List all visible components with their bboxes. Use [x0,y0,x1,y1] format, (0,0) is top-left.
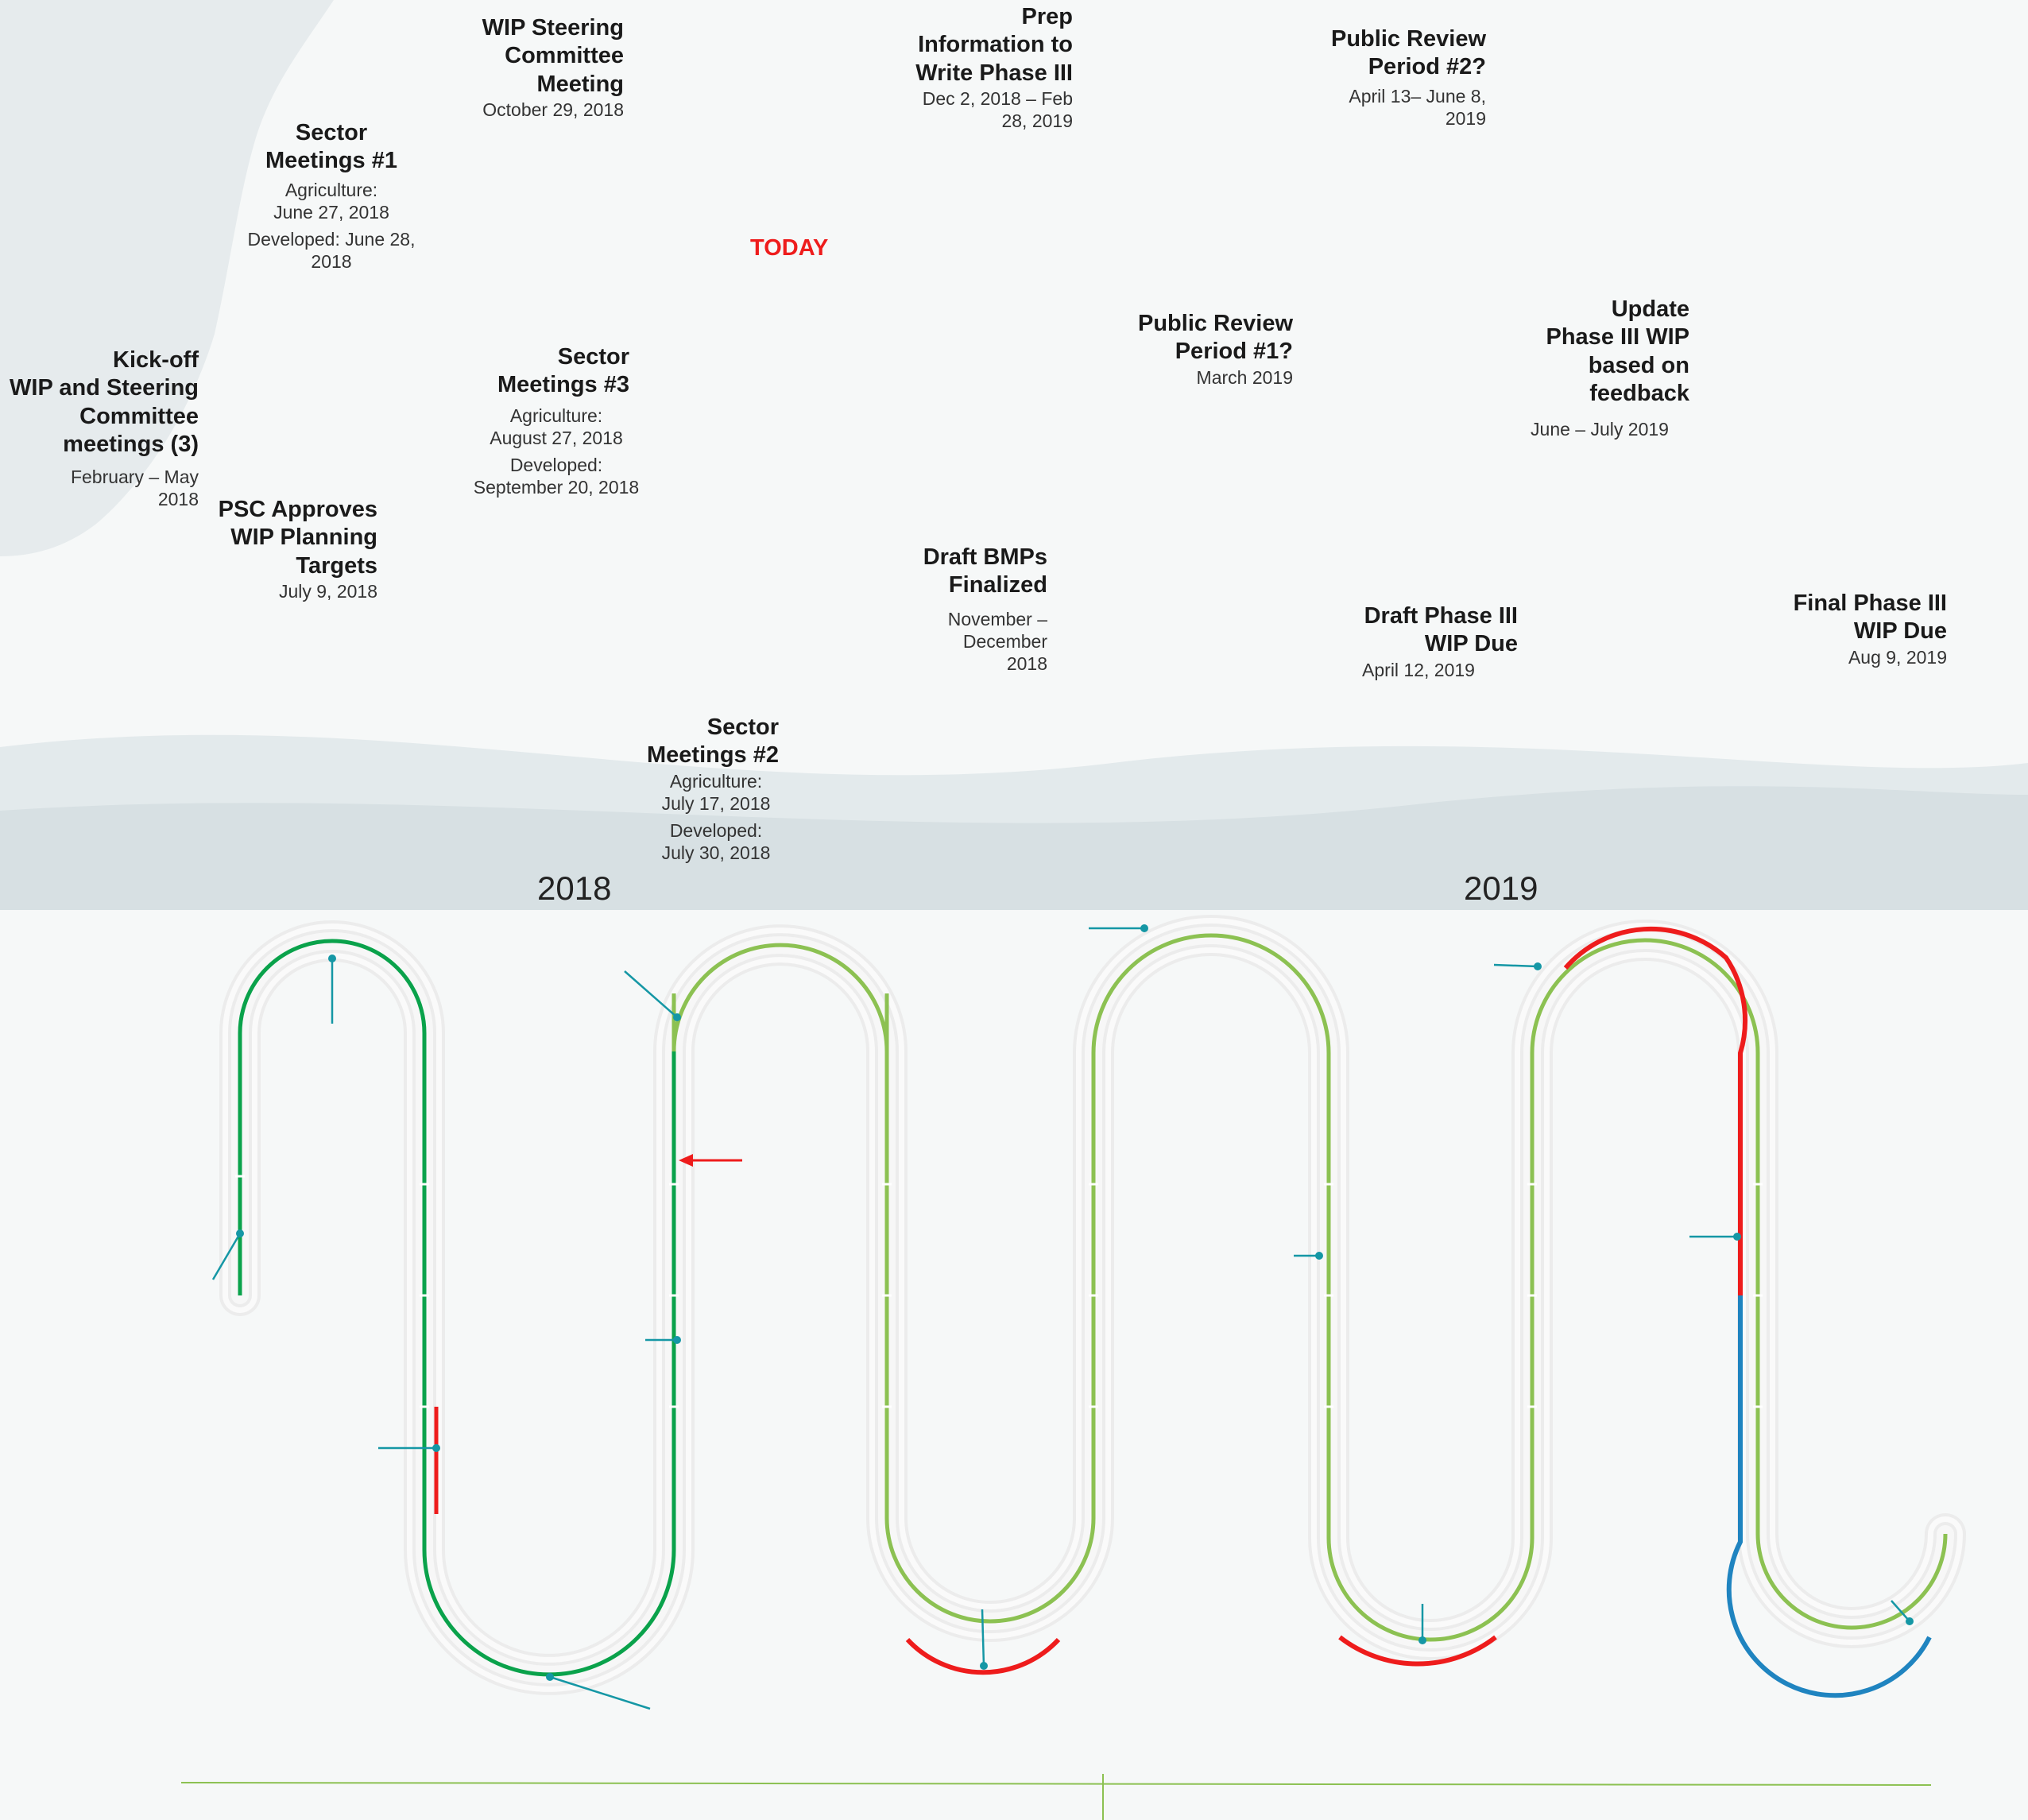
milestone-prep-information: Prep Information to Write Phase III Dec … [874,3,1073,132]
milestone-date: 28, 2019 [1001,110,1073,132]
milestone-title: Final Phase III [1793,591,1947,616]
milestone-title: Prep [1021,4,1073,29]
milestone-date: 2018 [1006,652,1047,674]
milestone-date: September 20, 2018 [473,476,640,498]
year-label-2018: 2018 [537,869,612,907]
milestone-draft-phase-iii: Draft Phase III WIP Due April 12, 2019 [1319,602,1518,681]
milestone-title: Sector [706,714,779,740]
milestone-date: Developed: [509,454,603,475]
milestone-wip-steering: WIP Steering Committee Meeting October 2… [445,14,624,121]
milestone-title: Draft BMPs [923,544,1047,570]
milestone-title: Update [1611,296,1689,322]
milestone-title: Write Phase III [915,60,1073,86]
milestone-date: 2018 [311,250,352,272]
milestone-title: WIP Planning [230,525,377,551]
milestone-title: Meeting [536,71,624,97]
background-decoration [0,0,2028,910]
milestone-date: July 17, 2018 [661,792,771,814]
milestone-title: Period #2? [1368,54,1486,80]
milestone-title: WIP and Steering [10,375,199,401]
background-wave [0,786,2028,910]
milestone-title: Committee [505,43,624,69]
milestone-date: Dec 2, 2018 – Feb [922,88,1073,110]
milestone-date: June – July 2019 [1531,418,1669,440]
milestone-kickoff: Kick-off WIP and Steering Committee meet… [8,347,199,510]
milestone-date: July 9, 2018 [278,581,377,602]
milestone-psc-approves: PSC Approves WIP Planning Targets July 9… [183,496,377,602]
milestone-title: feedback [1589,381,1689,407]
milestone-title: Period #1? [1175,339,1293,365]
milestone-title: Draft Phase III [1364,603,1518,629]
milestone-date: October 29, 2018 [482,99,624,121]
milestone-date: 2018 [157,488,199,509]
milestone-title: meetings (3) [63,432,199,458]
year-label-2019: 2019 [1464,869,1538,907]
milestone-final-phase-iii: Final Phase III WIP Due Aug 9, 2019 [1756,590,1947,668]
today-marker-label: TODAY [750,235,829,261]
milestone-date: August 27, 2018 [490,427,623,448]
milestone-date: Developed: June 28, [247,228,416,250]
milestone-public-review-1: Public Review Period #1? March 2019 [1097,310,1293,389]
milestone-date: Agriculture: [509,405,603,426]
milestone-draft-bmps: Draft BMPs Finalized November – December… [874,544,1047,675]
milestone-title: Meetings #2 [647,742,779,769]
milestone-date: December [962,630,1047,652]
milestone-title: Public Review [1330,26,1486,52]
milestone-update-phase-iii: Update Phase III WIP based on feedback J… [1510,296,1689,440]
milestone-title: Information to [918,32,1073,58]
milestone-title: Public Review [1137,311,1293,336]
milestone-title: PSC Approves [218,497,377,522]
milestone-date: Developed: [669,819,763,841]
milestone-title: Meetings #1 [265,148,397,174]
milestone-date: June 27, 2018 [273,201,389,223]
milestone-title: Finalized [948,572,1047,598]
milestone-title: WIP Steering [482,15,624,41]
milestone-title: Phase III WIP [1546,324,1690,350]
milestone-date: April 13– June 8, [1349,85,1486,106]
milestone-sector-meetings-1: Sector Meetings #1 Agriculture: June 27,… [240,119,423,273]
milestone-title: based on [1588,352,1689,378]
milestone-sector-meetings-3: Sector Meetings #3 Agriculture: August 2… [470,343,642,498]
map-silhouette [0,0,334,556]
milestone-date: February – May [70,466,199,487]
milestone-title: Sector [557,344,629,370]
milestone-title: WIP Due [1424,631,1518,657]
milestone-date: July 30, 2018 [661,842,771,863]
milestone-date: 2019 [1445,107,1486,129]
milestone-title: Targets [296,552,377,579]
milestone-date: Aug 9, 2019 [1848,646,1947,668]
track-segment-completed [238,939,676,1677]
milestone-public-review-2: Public Review Period #2? April 13– June … [1303,25,1486,130]
milestone-date: Agriculture: [284,179,378,200]
milestone-date: Agriculture: [669,770,763,792]
milestone-title: WIP Due [1853,618,1947,645]
milestone-title: Sector [295,120,368,145]
milestone-date: March 2019 [1196,366,1293,388]
milestone-sector-meetings-2: Sector Meetings #2 Agriculture: July 17,… [636,714,796,864]
milestone-date: November – [947,608,1047,629]
timeline-track [180,915,1966,1820]
milestone-title: Kick-off [113,347,199,373]
milestone-date: April 12, 2019 [1362,659,1475,680]
milestone-title: Meetings #3 [497,372,629,398]
milestone-title: Committee [79,403,199,429]
year-axis [180,1774,1932,1820]
